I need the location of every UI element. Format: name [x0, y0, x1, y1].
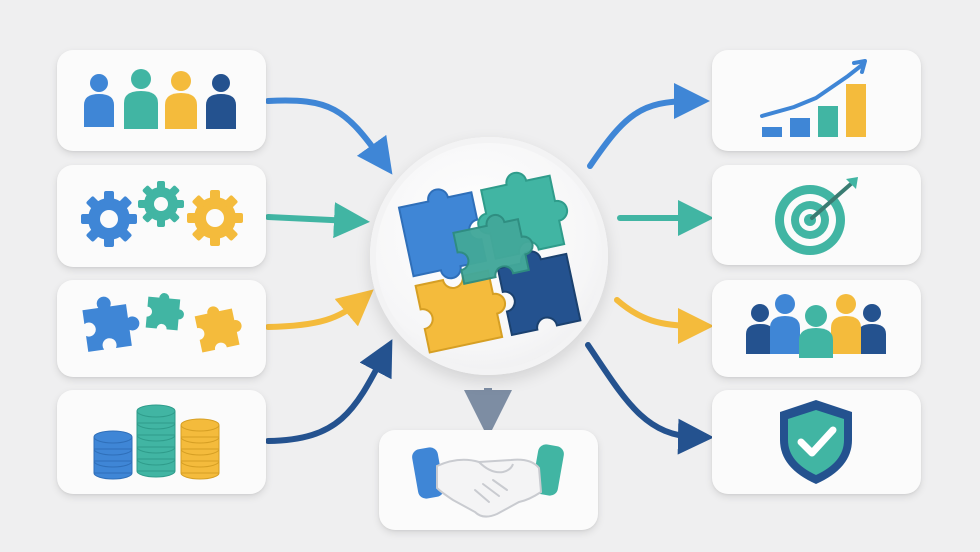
team-icon: [746, 294, 886, 358]
puzzle-cluster-icon: [397, 171, 582, 354]
shield-check-icon: [780, 400, 852, 484]
target-icon: [775, 177, 858, 255]
central-hub: [370, 137, 608, 375]
arrow-people-to-hub: [265, 97, 393, 175]
arrow-gears-to-hub: [265, 202, 370, 239]
people-group-icon: [84, 69, 236, 129]
input-card-puzzle: [57, 280, 266, 377]
output-card-growth: [712, 50, 921, 151]
puzzle-pieces-icon: [82, 293, 242, 353]
input-card-people: [57, 50, 266, 151]
growth-chart-icon: [760, 59, 867, 137]
input-card-gears: [57, 165, 266, 267]
gears-icon: [81, 181, 243, 247]
arrow-hub-to-shield: [585, 342, 714, 455]
handshake-icon: [412, 444, 564, 518]
arrow-coins-to-hub: [265, 339, 393, 444]
coin-stacks-icon: [93, 404, 220, 480]
output-card-shield: [712, 390, 921, 494]
arrow-hub-to-team: [614, 297, 714, 344]
arrow-hub-to-growth: [587, 83, 710, 169]
handshake-card: [379, 430, 598, 530]
output-card-team: [712, 280, 921, 377]
input-card-coins: [57, 390, 266, 494]
output-card-target: [712, 165, 921, 265]
arrow-puzzle-to-hub: [265, 289, 374, 330]
